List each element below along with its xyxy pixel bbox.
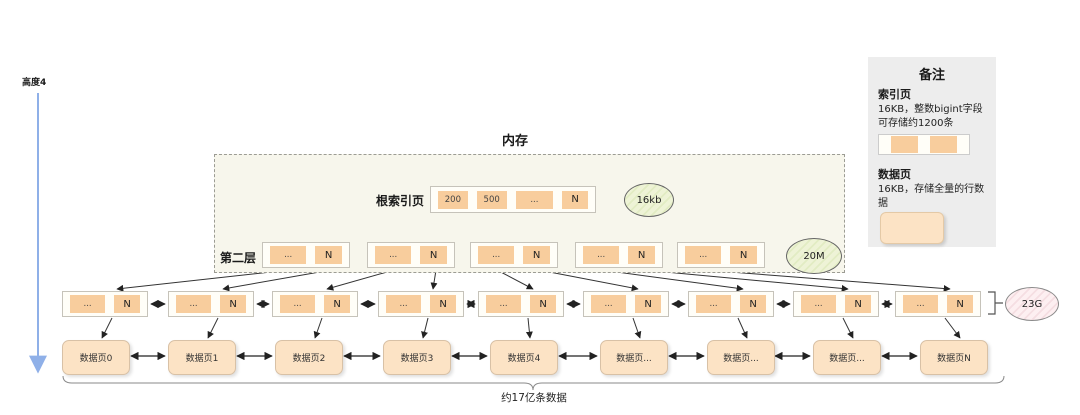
node-cell: N [430, 295, 456, 313]
legend-sample-cell [930, 136, 957, 153]
node-cell: N [730, 246, 757, 264]
data-page: 数据页... [813, 340, 881, 375]
root-cell: 200 [438, 190, 468, 209]
legend-data-page-heading: 数据页 [878, 168, 911, 181]
root-size-badge: 16kb [624, 183, 674, 217]
node-cell: ... [478, 246, 515, 264]
level2-node: ... N [575, 242, 663, 268]
level3-node: ... N [378, 291, 464, 317]
level3-node: ... N [688, 291, 774, 317]
root-cell: 500 [476, 190, 507, 209]
legend-sample-cell [891, 136, 918, 153]
node-cell: ... [375, 246, 412, 264]
node-cell: ... [696, 295, 732, 313]
legend-index-page-desc: 16KB，整数bigint字段可存储约1200条 [878, 104, 983, 129]
level3-node: ... N [168, 291, 254, 317]
level2-node: ... N [262, 242, 350, 268]
level3-size-badge: 23G [1005, 287, 1059, 321]
legend-data-page-desc: 16KB，存储全量的行数据 [878, 184, 985, 209]
height-label: 高度4 [22, 78, 47, 88]
node-cell: N [315, 246, 342, 264]
legend-index-page-heading: 索引页 [878, 88, 911, 101]
node-cell: N [220, 295, 246, 313]
level3-node: ... N [62, 291, 148, 317]
legend-data-page-sample [880, 212, 944, 244]
node-cell: N [845, 295, 871, 313]
legend-index-page-sample [878, 134, 970, 155]
level2-node: ... N [470, 242, 558, 268]
level3-node: ... N [583, 291, 669, 317]
node-cell: ... [903, 295, 939, 313]
level2-node: ... N [367, 242, 455, 268]
data-page: 数据页N [920, 340, 988, 375]
data-page: 数据页... [707, 340, 775, 375]
node-cell: ... [280, 295, 316, 313]
node-cell: N [530, 295, 556, 313]
root-cell: ... [515, 190, 554, 209]
data-page: 数据页1 [168, 340, 236, 375]
node-cell: N [635, 295, 661, 313]
root-cell: N [562, 190, 589, 209]
root-index-node: 200 500 ... N [430, 186, 596, 213]
node-cell: ... [801, 295, 837, 313]
level2-size-badge: 20M [786, 238, 842, 274]
node-cell: ... [685, 246, 722, 264]
root-index-label: 根索引页 [375, 194, 424, 208]
data-page: 数据页3 [383, 340, 451, 375]
level3-to-datapage-arrows [101, 317, 961, 339]
bottom-brace [62, 375, 1005, 391]
node-cell: ... [176, 295, 212, 313]
node-cell: N [628, 246, 655, 264]
data-page: 数据页0 [62, 340, 130, 375]
legend-panel: 备注 索引页 16KB，整数bigint字段可存储约1200条 数据页 16KB… [868, 57, 996, 247]
node-cell: ... [386, 295, 422, 313]
level3-node: ... N [272, 291, 358, 317]
level2-label: 第二层 [219, 251, 256, 265]
data-page: 数据页4 [490, 340, 558, 375]
node-cell: N [114, 295, 140, 313]
node-cell: ... [583, 246, 620, 264]
node-cell: N [740, 295, 766, 313]
level2-node: ... N [677, 242, 765, 268]
total-rows-annotation: 约17亿条数据 [501, 392, 567, 404]
node-cell: ... [591, 295, 627, 313]
level3-node: ... N [895, 291, 981, 317]
node-cell: ... [270, 246, 307, 264]
data-page: 数据页2 [275, 340, 343, 375]
node-cell: N [420, 246, 447, 264]
data-page: 数据页... [600, 340, 668, 375]
node-cell: ... [70, 295, 106, 313]
node-cell: N [947, 295, 973, 313]
legend-title: 备注 [918, 68, 945, 83]
level3-node: ... N [793, 291, 879, 317]
node-cell: ... [486, 295, 522, 313]
node-cell: N [324, 295, 350, 313]
node-cell: N [523, 246, 550, 264]
memory-title: 内存 [501, 134, 528, 149]
level3-node: ... N [478, 291, 564, 317]
